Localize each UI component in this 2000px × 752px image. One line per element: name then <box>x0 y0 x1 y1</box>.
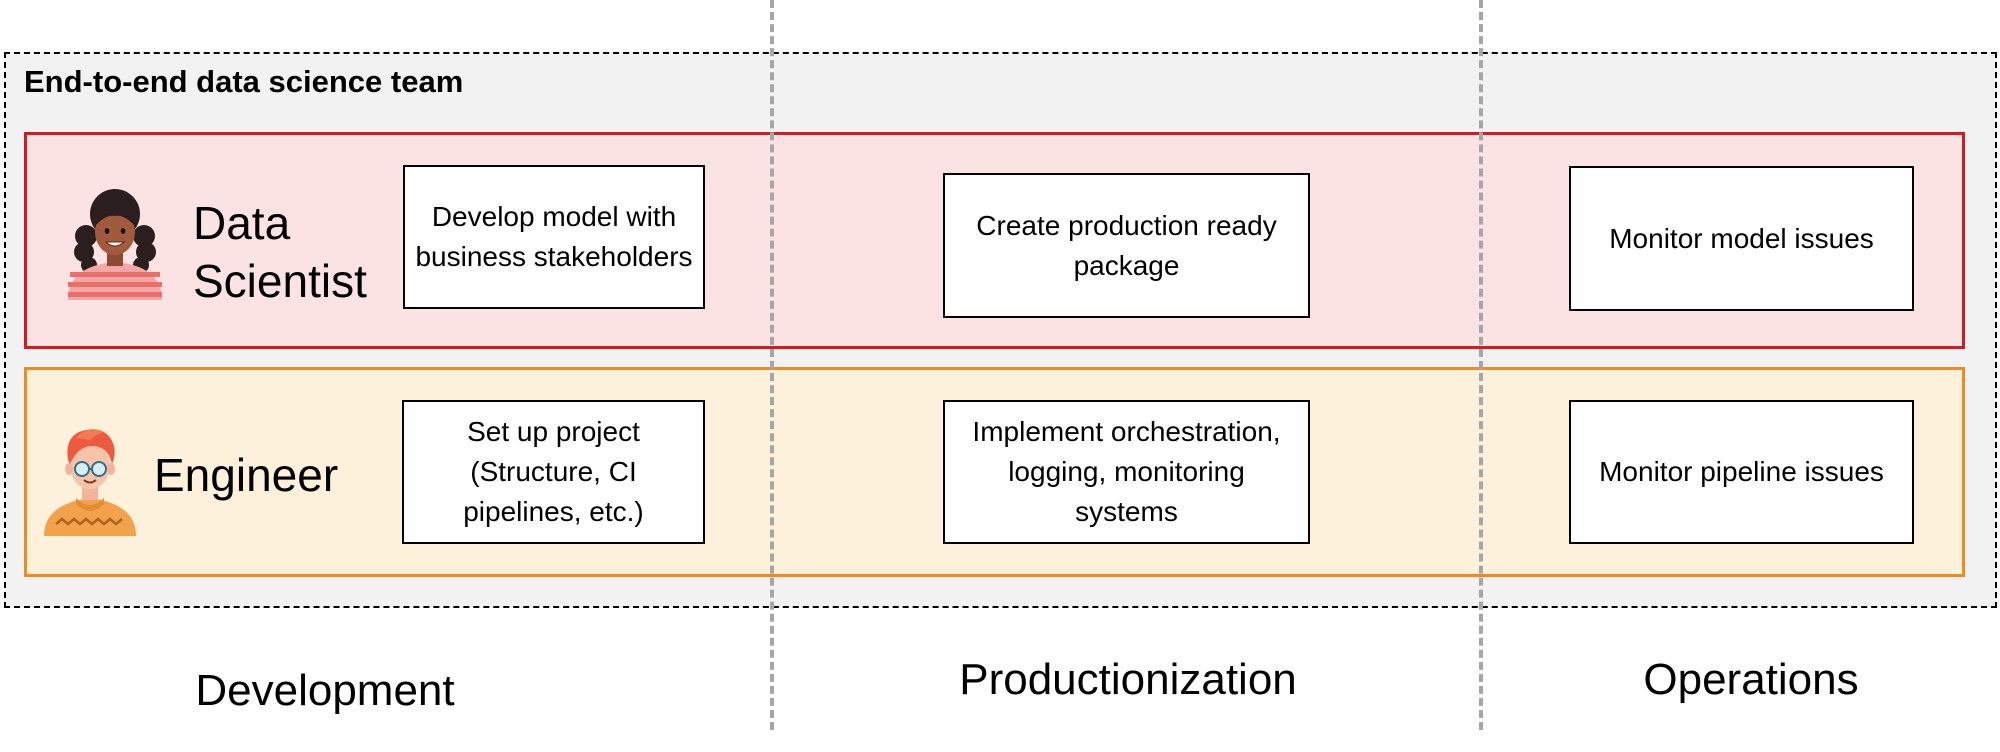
engineer-label: Engineer <box>154 449 339 501</box>
phase-label-operations: Operations <box>1643 655 1859 704</box>
data-scientist-label-line1: Data <box>193 197 291 249</box>
eng-development-task-text: Set up project (Structure, CI pipelines,… <box>463 416 644 527</box>
eng-operations-task-text: Monitor pipeline issues <box>1599 456 1884 487</box>
eng-productionization-task-text: Implement orchestration, logging, monito… <box>972 416 1281 527</box>
phase-label-productionization: Productionization <box>959 655 1297 704</box>
data-scientist-label-line2: Scientist <box>193 255 367 307</box>
eng-development-task: Set up project (Structure, CI pipelines,… <box>402 400 705 544</box>
ds-operations-task-text: Monitor model issues <box>1609 222 1874 254</box>
woman-avatar-icon <box>68 189 162 300</box>
man-avatar-icon <box>44 429 136 536</box>
ds-development-task-text: Develop model with business stakeholders <box>415 201 693 272</box>
eng-operations-task: Monitor pipeline issues <box>1569 400 1914 544</box>
phase-label-development: Development <box>195 666 455 715</box>
ds-operations-task: Monitor model issues <box>1569 166 1914 311</box>
eng-productionization-task: Implement orchestration, logging, monito… <box>943 400 1310 544</box>
ds-development-task: Develop model with business stakeholders <box>403 165 705 309</box>
ds-productionization-task-text: Create production ready package <box>976 209 1277 281</box>
data-scientist-label: Data Scientist <box>193 194 367 310</box>
ds-productionization-task: Create production ready package <box>943 173 1310 318</box>
phase-divider-1 <box>770 0 774 730</box>
team-title: End-to-end data science team <box>24 64 464 99</box>
phase-divider-2 <box>1479 0 1483 730</box>
